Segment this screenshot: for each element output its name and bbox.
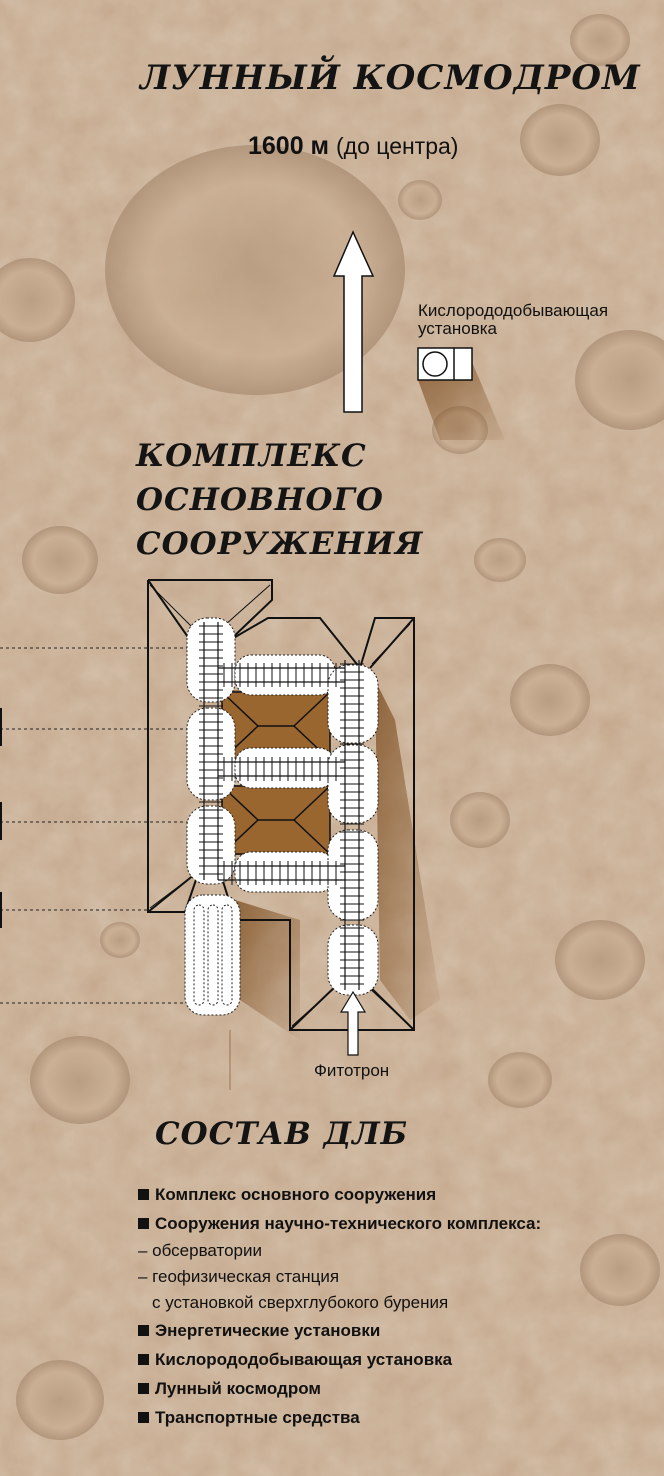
bullet-square-icon: [138, 1354, 149, 1365]
arrow-up-icon: [332, 230, 375, 413]
complex-title-line: СООРУЖЕНИЯ: [136, 526, 424, 562]
leader-lines: [0, 647, 200, 1004]
phytotron-arrow-icon: [339, 990, 367, 1056]
craters: [0, 14, 664, 1440]
composition-item: Транспортные средства: [138, 1403, 658, 1432]
pressurized-modules: [184, 617, 379, 1016]
oxygen-plant-label: Кислорододобывающая установка: [418, 301, 609, 338]
corridor-ticks: [199, 625, 364, 985]
bullet-square-icon: [138, 1383, 149, 1394]
composition-item-text: Энергетические установки: [155, 1321, 381, 1340]
distance-value: 1600 м: [248, 132, 330, 160]
composition-item: с установкой сверхглубокого бурения: [138, 1290, 658, 1316]
oxygen-plant-shadow: [418, 362, 505, 440]
composition-item-text: Транспортные средства: [155, 1408, 360, 1427]
composition-item: Энергетические установки: [138, 1316, 658, 1345]
composition-item-text: Комплекс основного сооружения: [155, 1185, 437, 1204]
radiator-fins: [149, 584, 411, 1027]
distance-note: (до центра): [336, 133, 459, 159]
phytotron-label: Фитотрон: [314, 1061, 390, 1080]
bullet-square-icon: [138, 1412, 149, 1423]
composition-item-text: – обсерватории: [138, 1241, 263, 1260]
composition-item-text: Лунный космодром: [155, 1379, 321, 1398]
composition-item: Сооружения научно-технического комплекса…: [138, 1209, 658, 1238]
corridors: [203, 622, 360, 990]
bullet-square-icon: [138, 1325, 149, 1336]
bullet-square-icon: [138, 1189, 149, 1200]
distance-label: 1600 м (до центра): [248, 132, 458, 161]
composition-item-text: – геофизическая станция: [138, 1267, 340, 1286]
composition-item-text: Кислорододобывающая установка: [155, 1350, 453, 1369]
composition-item: – геофизическая станция: [138, 1264, 658, 1290]
composition-item-text: с установкой сверхглубокого бурения: [152, 1293, 449, 1312]
cosmodrome-title: ЛУННЫЙ КОСМОДРОМ: [140, 58, 641, 98]
greenhouse-tubes: [193, 904, 233, 1006]
central-roof-modules: [221, 691, 331, 855]
bullet-square-icon: [138, 1218, 149, 1229]
oxygen-plant-icon: [417, 347, 473, 381]
composition-item: – обсерватории: [138, 1238, 658, 1264]
complex-title: КОМПЛЕКС ОСНОВНОГО СООРУЖЕНИЯ: [136, 434, 466, 566]
composition-item: Кислорододобывающая установка: [138, 1345, 658, 1374]
composition-title: СОСТАВ ДЛБ: [155, 1116, 409, 1152]
composition-item: Лунный космодром: [138, 1374, 658, 1403]
complex-title-line: КОМПЛЕКС: [136, 438, 367, 474]
composition-item: Комплекс основного сооружения: [138, 1180, 658, 1209]
complex-title-line: ОСНОВНОГО: [136, 482, 384, 518]
composition-item-text: Сооружения научно-технического комплекса…: [155, 1214, 542, 1233]
